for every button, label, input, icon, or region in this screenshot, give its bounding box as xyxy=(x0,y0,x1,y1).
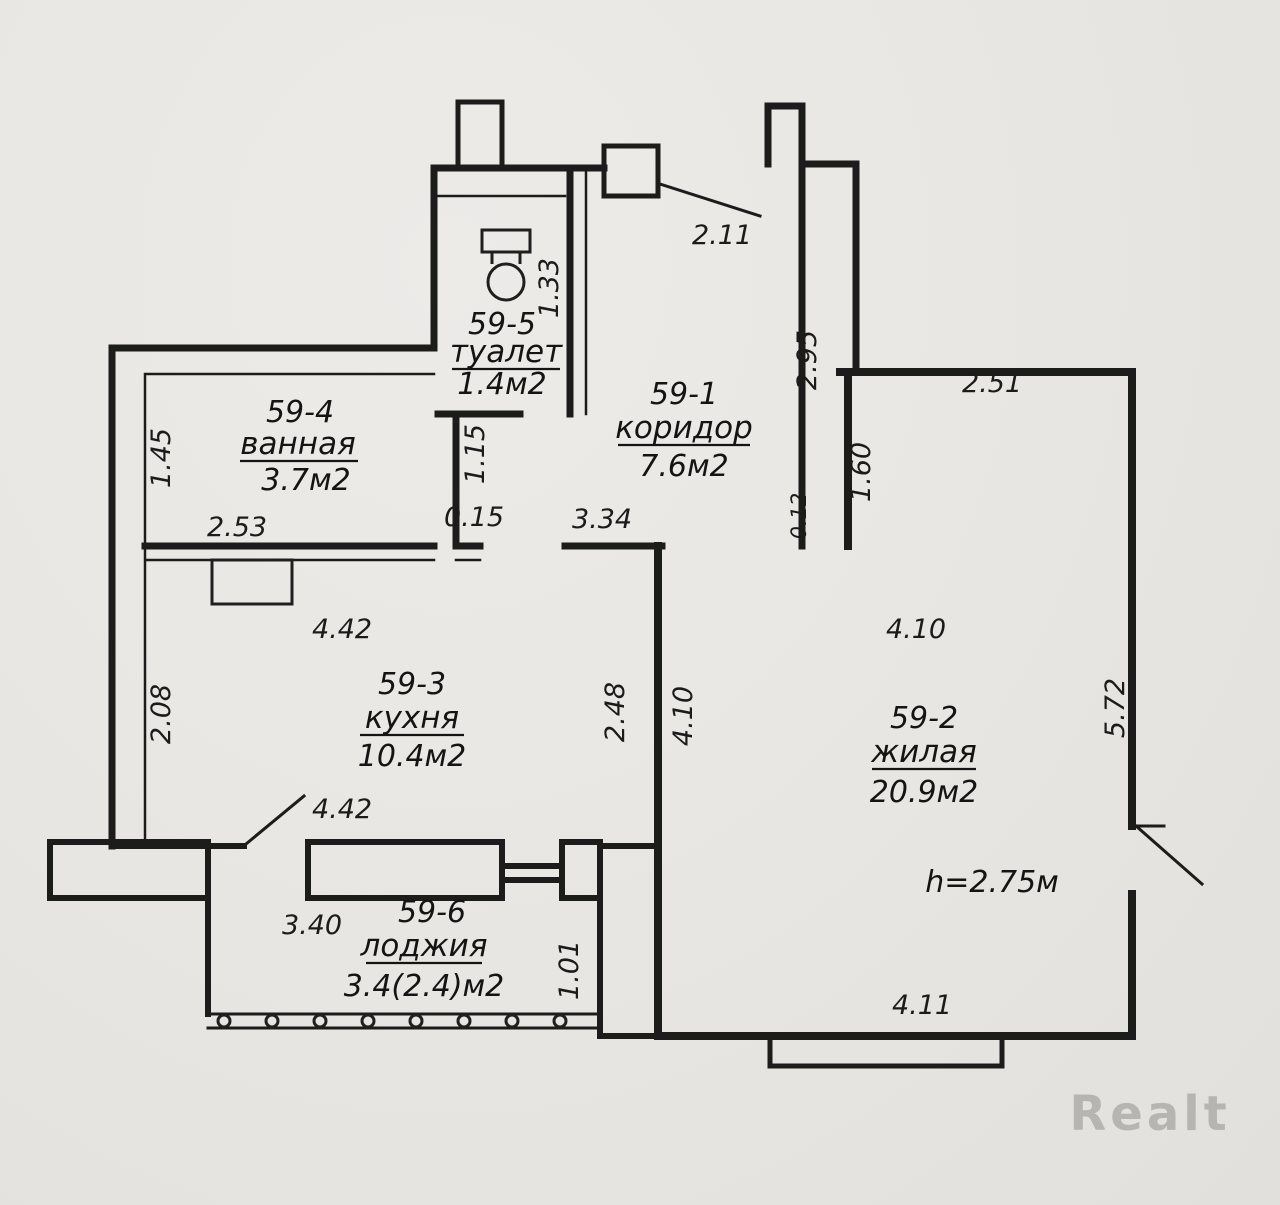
living-window-sill xyxy=(767,1033,1005,1069)
dim-corridor-length: 2.95 xyxy=(792,330,823,390)
toilet-bowl-link xyxy=(490,252,522,264)
realt-watermark: Realt xyxy=(1069,1086,1230,1142)
dim-kitchen-bottom: 4.42 xyxy=(312,794,372,825)
dim-toilet-wall: 1.15 xyxy=(460,424,491,484)
dim-bath-left: 1.45 xyxy=(146,428,177,488)
room-corridor-area: 7.6м2 xyxy=(639,449,728,484)
room-toilet-area: 1.4м2 xyxy=(457,367,546,402)
dim-top-opening: 2.11 xyxy=(692,220,752,251)
bathroom-toilet-walls xyxy=(108,164,608,850)
dim-living-west: 4.10 xyxy=(668,686,699,746)
fixtures xyxy=(210,228,532,606)
room-kitchen-name: кухня xyxy=(365,700,459,736)
room-living-id: 59-2 xyxy=(890,701,958,736)
dim-living-top: 2.51 xyxy=(962,368,1022,399)
room-kitchen-id: 59-3 xyxy=(378,667,446,702)
dimension-labels: 2.11 1.33 1.45 1.15 2.53 0.15 3.34 2.95 … xyxy=(146,220,1131,1021)
corridor-walls xyxy=(561,102,860,550)
room-toilet-name: туалет xyxy=(450,334,563,370)
kitchen-counter xyxy=(210,558,294,606)
vent-duct xyxy=(455,99,505,171)
room-loggia-id: 59-6 xyxy=(398,895,466,930)
room-living-area: 20.9м2 xyxy=(870,775,979,810)
dim-toilet-depth: 1.33 xyxy=(534,258,565,318)
loggia-window-glazing xyxy=(216,1013,568,1029)
room-corridor-id: 59-1 xyxy=(650,377,718,412)
room-living-name: жилая xyxy=(870,734,977,770)
dim-living-right: 5.72 xyxy=(1100,678,1131,738)
dim-kitchen-right: 2.48 xyxy=(600,682,631,742)
shaft-box xyxy=(601,143,661,199)
dim-bath-bottom: 2.53 xyxy=(207,512,267,543)
room-toilet-id: 59-5 xyxy=(468,307,536,342)
kitchen-door-leaf xyxy=(243,793,307,847)
dim-corridor-width: 3.34 xyxy=(572,504,632,535)
room-loggia-area: 3.4(2.4)м2 xyxy=(344,969,505,1004)
room-bathroom-name: ванная xyxy=(240,426,355,462)
dim-living-west-upper: 1.60 xyxy=(846,442,877,502)
toilet-bowl xyxy=(486,262,526,302)
dim-kitchen-top: 4.42 xyxy=(312,614,372,645)
room-kitchen-area: 10.4м2 xyxy=(358,739,467,774)
dim-loggia-width: 3.40 xyxy=(282,910,342,941)
room-bathroom-id: 59-4 xyxy=(266,395,334,430)
dim-wall-stub: 0.12 xyxy=(787,493,811,540)
walls xyxy=(47,99,1205,1069)
room-loggia-name: лоджия xyxy=(360,928,488,964)
ceiling-height-label: h=2.75м xyxy=(925,865,1059,900)
room-corridor-name: коридор xyxy=(615,410,753,446)
dim-loggia-depth: 1.01 xyxy=(554,940,585,1000)
living-room-walls xyxy=(654,368,1136,1040)
dim-living-bottom: 4.11 xyxy=(892,990,952,1021)
toilet-cistern xyxy=(480,228,532,254)
dim-stub: 0.15 xyxy=(444,502,504,533)
room-bathroom-area: 3.7м2 xyxy=(261,463,350,498)
corridor-opening-line xyxy=(658,182,762,218)
dim-living-upper-width: 4.10 xyxy=(886,614,946,645)
loggia-walls xyxy=(47,839,661,1039)
dim-kitchen-left: 2.08 xyxy=(146,684,177,744)
loggia-window xyxy=(206,1012,600,1030)
room-labels: 59-5 туалет 1.4м2 59-4 ванная 3.7м2 59-1… xyxy=(240,307,1059,1004)
balcony-door-leaf xyxy=(1130,823,1205,887)
